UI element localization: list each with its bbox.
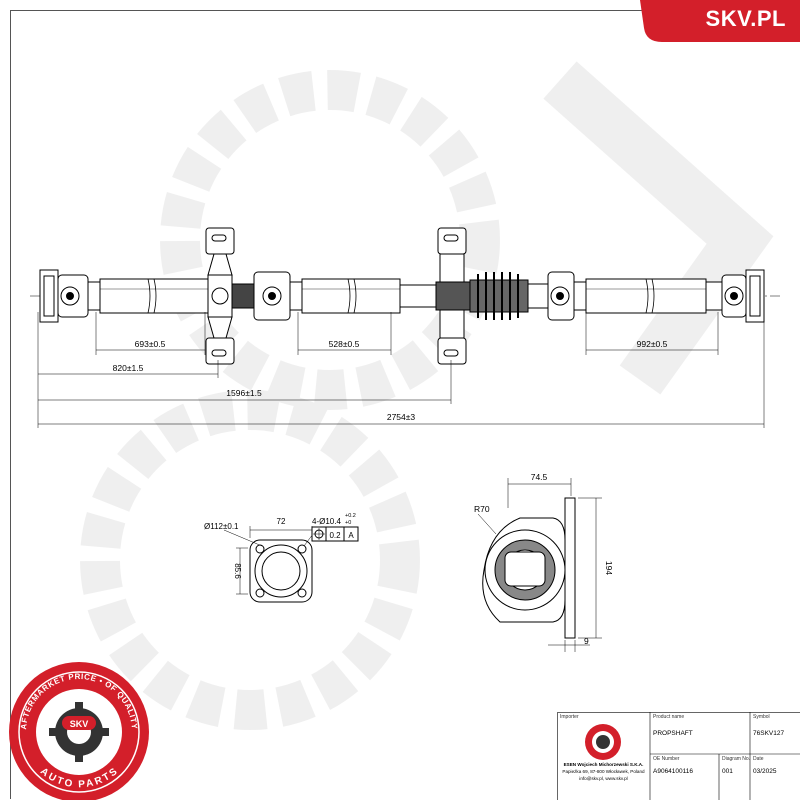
title-block: Importer Product name PROPSHAFT Symbol 7… [557, 712, 800, 800]
middle-joint-2 [547, 271, 575, 321]
date-value: 03/2025 [753, 768, 777, 775]
quality-stamp: SKV AFTERMARKET PRICE • OF QUALITY AUTO … [9, 662, 149, 800]
symbol-value: 76SKV127 [753, 730, 785, 737]
dim-820: 820±1.5 [113, 363, 144, 373]
dim-2754: 2754±3 [387, 412, 416, 422]
spline-boot [469, 272, 549, 320]
diagram-value: 001 [722, 768, 733, 775]
dim-693: 693±0.5 [135, 339, 166, 349]
diagram-label: Diagram No. [722, 756, 751, 762]
brand-name: SKV.PL [705, 6, 786, 31]
center-bearing-2 [435, 227, 471, 365]
flange-holes-label: 4-Ø10.4 [312, 517, 341, 526]
product-value: PROPSHAFT [653, 730, 693, 737]
tube-section-2 [289, 278, 439, 314]
bearing-detail-view [477, 478, 602, 652]
dim-528: 528±0.5 [329, 339, 360, 349]
dimension-lines [38, 349, 764, 425]
flange-tolerance-lower: +0 [345, 520, 351, 526]
oe-value: A9064100116 [653, 768, 694, 775]
dim-992: 992±0.5 [637, 339, 668, 349]
tube-section-1 [87, 278, 211, 314]
right-flange-yoke [721, 269, 765, 323]
flange-datum: A [348, 531, 354, 540]
bearing-width-label: 74.5 [531, 472, 548, 482]
importer-label: Importer [560, 714, 579, 720]
bearing-radius-label: R70 [474, 504, 490, 514]
flange-height-label: 85.6 [233, 563, 242, 579]
tube-section-3 [573, 278, 723, 314]
stamp-center-text: SKV [70, 719, 89, 729]
flange-diameter-label: Ø112±0.1 [204, 522, 239, 531]
left-flange-yoke [39, 269, 89, 323]
bearing-height-label: 194 [604, 561, 614, 575]
oe-label: OE Number [653, 756, 680, 762]
brand-corner-tab: SKV.PL [640, 0, 800, 42]
symbol-label: Symbol [753, 714, 770, 720]
bearing-thickness-label: 9 [584, 636, 589, 646]
company-contact: info@skv.pl, www.skv.pl [579, 776, 628, 781]
company-address: Papieżka 69, 87-800 Włocławek, Poland [562, 769, 645, 774]
extension-lines [37, 312, 765, 428]
center-bearing-1 [205, 227, 235, 365]
product-label: Product name [653, 714, 685, 720]
flange-tolerance-value: 0.2 [329, 531, 341, 540]
drawing-frame [10, 10, 799, 799]
flange-detail-view [223, 526, 359, 603]
flange-width-label: 72 [277, 517, 286, 526]
company-name: ESEN Wojciech Michorzewski S.K.A. [563, 762, 644, 767]
dim-1596: 1596±1.5 [226, 388, 262, 398]
middle-joint-1 [231, 271, 291, 321]
flange-tolerance-upper: +0.2 [345, 513, 356, 519]
date-label: Date [753, 756, 764, 762]
